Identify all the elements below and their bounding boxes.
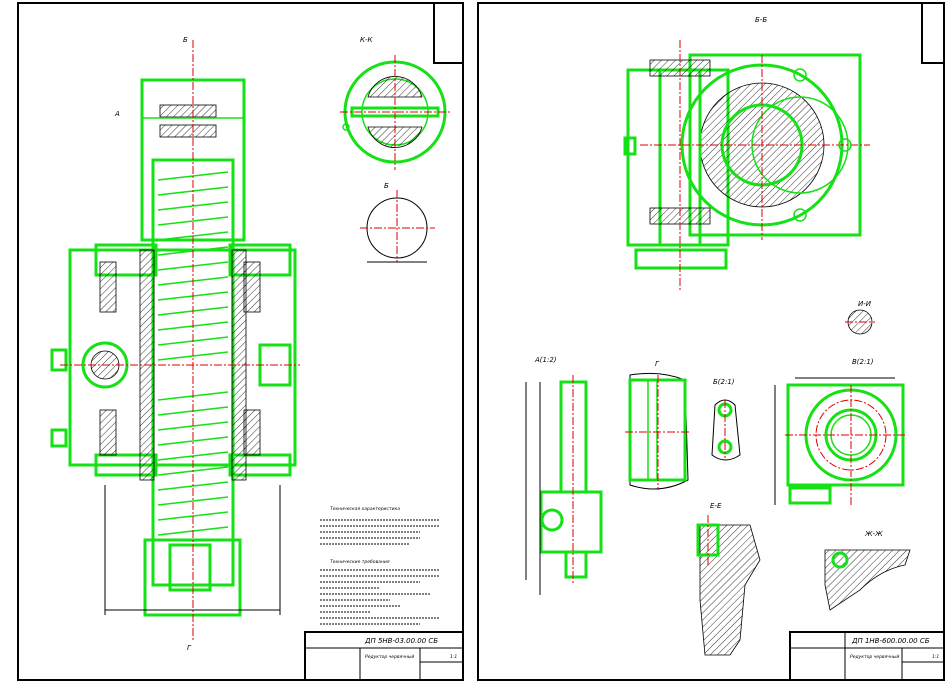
drawing-name: Редуктор червячный <box>850 654 899 660</box>
sheet-frame <box>17 2 464 681</box>
section-bb-view <box>623 40 870 290</box>
drawing-designation: ДП 1НВ-600.00.00 СБ <box>851 637 930 645</box>
corner-stamp <box>433 2 464 64</box>
drawing-designation: ДП 5НВ-03.00.00 СБ <box>364 637 438 645</box>
title-block: ДП 5НВ-03.00.00 СБ Редуктор червячный 1:… <box>304 631 464 681</box>
right-sheet: Б-Б А(1:2) Г Б(2:1) В(2:1) Е-Е Ж-Ж И-И <box>477 2 945 681</box>
section-label: К-К <box>360 36 373 44</box>
notes-heading: Технические требования <box>330 559 390 565</box>
section-label: Ж-Ж <box>864 530 883 538</box>
section-label: Е-Е <box>710 502 722 510</box>
drawing-name: Редуктор червячный <box>365 654 414 660</box>
section-b-view <box>360 190 435 263</box>
corner-stamp <box>921 2 945 64</box>
view-label: Б(2:1) <box>713 378 735 386</box>
notes-heading: Техническая характеристика <box>330 506 400 512</box>
view-label: Б <box>183 36 188 44</box>
view-label: А(1:2) <box>534 356 557 364</box>
arrow-label: А <box>114 110 120 118</box>
drawing-scale: 1:1 <box>932 654 939 660</box>
view-label: В(2:1) <box>852 358 874 366</box>
gearbox-assembly-view <box>50 40 300 640</box>
technical-notes: Техническая характеристика Технические т… <box>320 506 440 625</box>
section-label: И-И <box>858 300 872 308</box>
title-block: ДП 1НВ-600.00.00 СБ Редуктор червячный 1… <box>789 631 945 681</box>
view-label: Г <box>655 360 660 368</box>
left-sheet: Б К-К Б А Г <box>17 2 464 681</box>
sheet-frame <box>477 2 945 681</box>
view-a <box>525 375 603 595</box>
view-b-detail <box>711 399 741 461</box>
drawing-scale: 1:1 <box>450 654 457 660</box>
view-v <box>774 377 905 505</box>
view-g <box>625 372 690 490</box>
section-label: Б <box>384 182 389 190</box>
section-ii-view <box>845 309 875 335</box>
section-ee-view <box>696 515 761 656</box>
section-kk-view <box>340 55 450 170</box>
arrow-label: Г <box>187 644 192 652</box>
section-zz-view <box>824 549 911 611</box>
section-label: Б-Б <box>755 16 767 24</box>
